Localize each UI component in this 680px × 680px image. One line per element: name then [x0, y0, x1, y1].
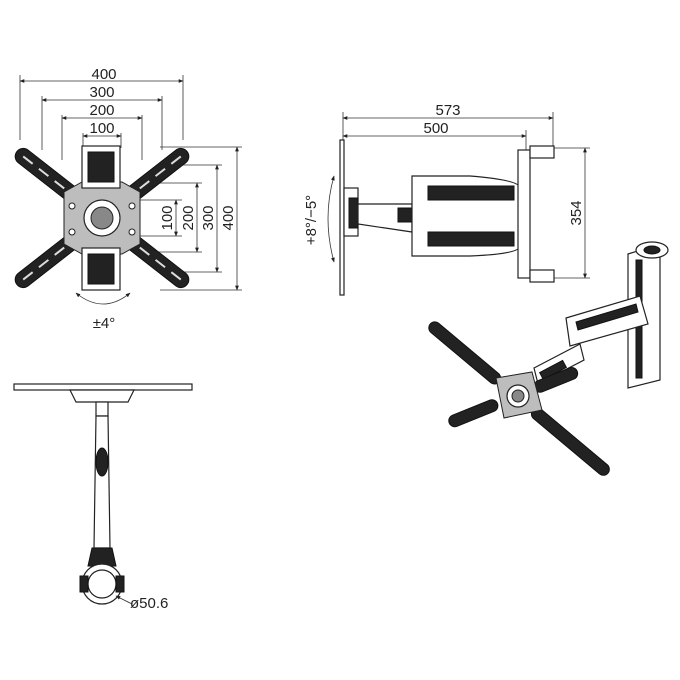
tilt-arc — [327, 175, 335, 263]
dim-400-horizontal: 400 — [91, 66, 116, 83]
dim-354: 354 — [568, 200, 585, 225]
side-view: 573 500 354 +8°/−5° — [303, 102, 590, 296]
wall-plate-side — [517, 149, 531, 279]
pole-diameter-label: ø50.6 — [130, 595, 168, 612]
dim-200-vertical: 200 — [180, 205, 197, 230]
dim-100-horizontal: 100 — [89, 120, 114, 137]
arm-top-view — [93, 415, 111, 549]
perspective-view — [428, 241, 669, 476]
plate-top-view — [13, 383, 193, 391]
tv-plate-side — [339, 139, 345, 296]
dim-300-vertical: 300 — [200, 205, 217, 230]
dim-100-vertical: 100 — [159, 205, 176, 230]
tilt-label: +8°/−5° — [303, 195, 320, 245]
rotation-label: ±4° — [93, 315, 116, 332]
dim-300-horizontal: 300 — [89, 84, 114, 101]
dim-200-horizontal: 200 — [89, 102, 114, 119]
front-view: 400 300 200 100 100 200 300 400 — [14, 66, 242, 332]
dim-573: 573 — [435, 102, 460, 119]
dim-500: 500 — [423, 120, 448, 137]
dim-400-vertical: 400 — [220, 205, 237, 230]
rotation-arc — [75, 292, 131, 305]
bottom-view: ø50.6 — [13, 383, 193, 612]
